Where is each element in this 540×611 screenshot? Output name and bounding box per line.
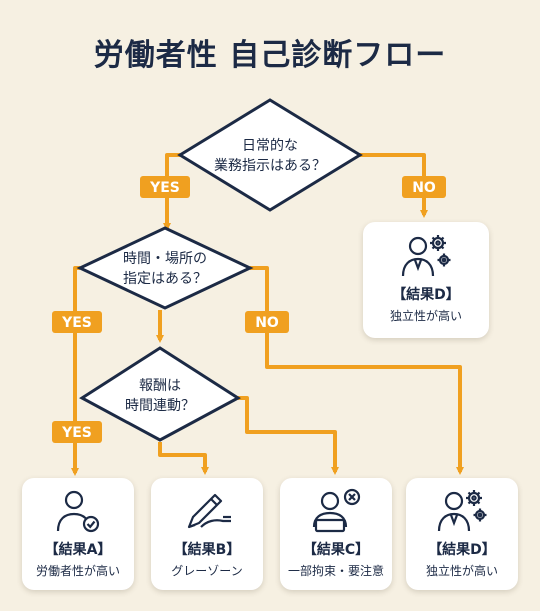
decision-3: 報酬は 時間連動？ — [79, 346, 241, 442]
result-subtitle: 一部拘束・要注意 — [287, 564, 384, 578]
svg-text:YES: YES — [61, 315, 92, 331]
decision-2-line-1: 時間・場所の — [123, 251, 207, 267]
person-gears-icon — [401, 235, 451, 277]
page-title: 労働者性 自己診断フロー — [93, 38, 447, 73]
result-subtitle: グレーゾーン — [171, 564, 243, 578]
decision-3-line-2: 時間連動？ — [125, 398, 195, 414]
result-subtitle: 独立性が高い — [389, 309, 462, 323]
pen-hand-icon — [187, 493, 231, 529]
result-card-top-d: 【結果D】 独立性が高い — [363, 222, 489, 338]
person-check-icon — [56, 490, 100, 533]
decision-2-line-2: 指定はある？ — [123, 271, 207, 287]
connector-q3-b — [158, 442, 209, 475]
result-title: 【結果A】 — [44, 542, 112, 558]
badge-yes-2: YES — [52, 311, 102, 333]
badge-yes-3: YES — [52, 421, 102, 443]
decision-1-line-2: 業務指示はある？ — [214, 158, 326, 174]
result-title: 【結果B】 — [173, 542, 241, 558]
person-gears-icon — [437, 490, 487, 532]
result-title: 【結果D】 — [392, 287, 460, 303]
result-card-d: 【結果D】 独立性が高い — [406, 478, 518, 590]
result-card-c: 【結果C】 一部拘束・要注意 — [280, 478, 392, 590]
result-subtitle: 労働者性が高い — [35, 564, 120, 578]
decision-1-line-1: 日常的な — [242, 138, 298, 154]
connector-q3-c — [238, 396, 339, 475]
svg-text:NO: NO — [412, 180, 436, 196]
connector-q1-yes — [163, 153, 180, 231]
decision-2: 時間・場所の 指定はある？ — [76, 226, 254, 310]
result-title: 【結果D】 — [428, 542, 496, 558]
result-subtitle: 独立性が高い — [425, 564, 498, 578]
svg-text:YES: YES — [61, 425, 92, 441]
badge-no-1: NO — [402, 176, 446, 198]
svg-text:NO: NO — [255, 315, 279, 331]
result-card-b: 【結果B】 グレーゾーン — [151, 478, 263, 590]
person-x-icon — [312, 488, 361, 533]
result-card-a: 【結果A】 労働者性が高い — [22, 478, 134, 590]
connector-q2-no — [250, 266, 464, 475]
decision-3-line-1: 報酬は — [139, 378, 181, 394]
badge-yes-1: YES — [140, 176, 190, 198]
badge-no-2: NO — [245, 311, 289, 333]
result-title: 【結果C】 — [302, 542, 370, 558]
svg-text:YES: YES — [149, 180, 180, 196]
decision-1: 日常的な 業務指示はある？ — [177, 98, 363, 212]
